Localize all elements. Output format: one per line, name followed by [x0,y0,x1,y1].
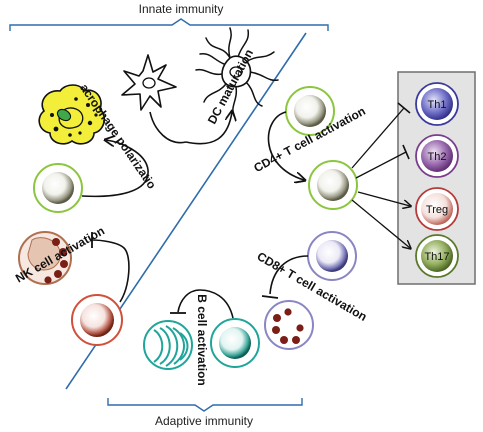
immature-dendritic-cell [121,54,177,111]
plasma-cell [143,320,193,370]
th1-label: Th1 [428,99,447,111]
treg-promotion-arrow [357,191,410,206]
th2-inhibition-bar [402,144,410,160]
th2-cell: Th2 [415,134,459,178]
nk-cell [71,294,123,346]
cd8-t-cell [307,231,357,281]
dc-maturation-arrow [185,112,232,145]
adaptive-bracket [107,398,303,412]
cd4-t-cell-activation-arrow [267,111,304,180]
b-cell-activation-label: B cell activation [195,294,209,386]
th1-inhibition-line [351,107,405,169]
treg-label: Treg [426,204,448,216]
cytotoxic-t-cell [264,300,314,350]
b-cell [210,318,260,368]
innate-immunity-header: Innate immunity [139,2,224,16]
macrophage-polarization-arrow [81,140,149,198]
th1-cell: Th1 [415,82,459,126]
th17-promotion-arrow [351,199,410,248]
naive-cd4-t-cell [285,86,335,136]
macrophage [38,84,106,145]
th17-cell: Th17 [415,234,459,278]
th1-inhibition-bar [397,102,411,114]
nk-cell-target [18,231,72,285]
activated-cd4-t-cell [308,160,358,210]
dc-maturation-start-line [149,111,187,144]
mature-dendritic-cell [195,27,279,117]
th17-label: Th17 [424,251,449,263]
treg-cell: Treg [415,187,459,231]
b-cell-inhibition [177,289,234,319]
cd8-t-cell-inhibition-bar [261,295,279,299]
th2-label: Th2 [428,151,447,163]
monocyte-cell [33,163,83,213]
cd8-t-cell-inhibition [269,255,309,295]
adaptive-immunity-header: Adaptive immunity [155,414,253,428]
nk-cell-inhibition [91,239,130,303]
innate-bracket [9,18,329,31]
th2-inhibition-line [355,151,407,179]
